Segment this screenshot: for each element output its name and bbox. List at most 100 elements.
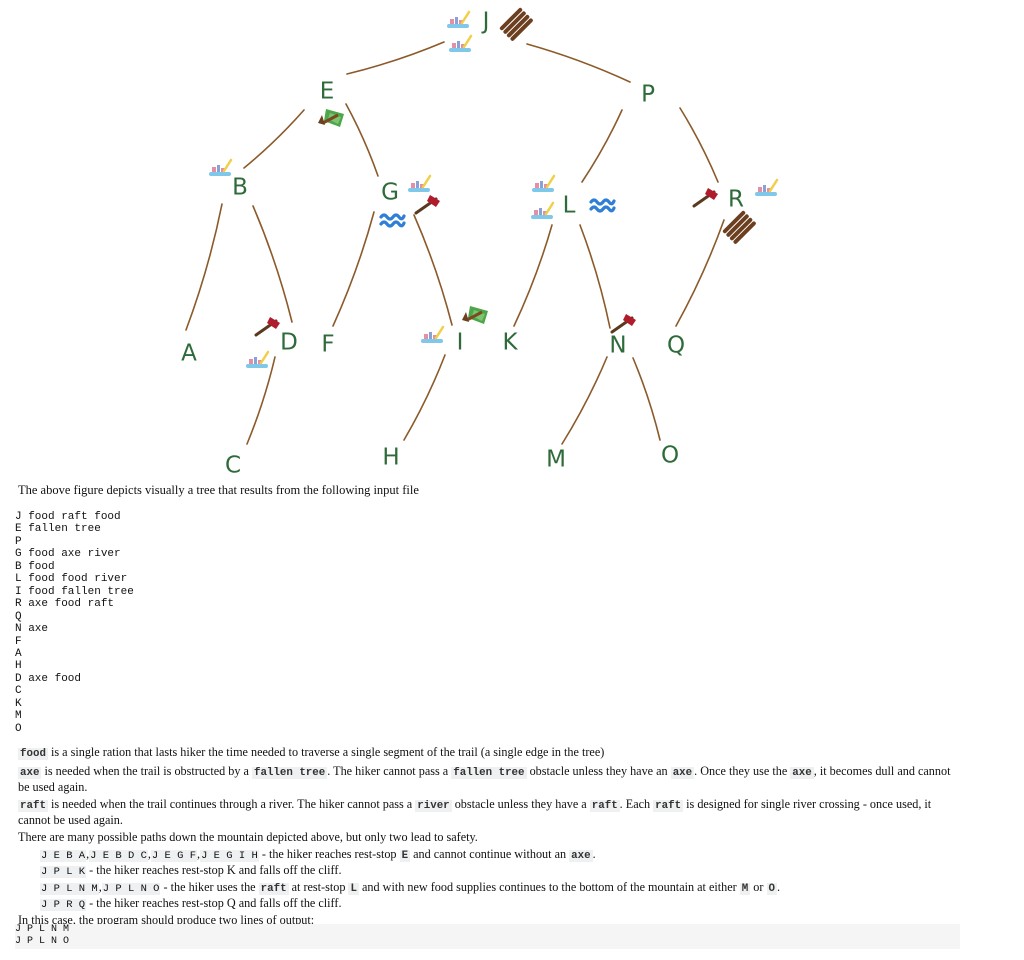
food-tray-icon	[753, 178, 779, 198]
food-term: food	[18, 748, 48, 760]
path-keyword: M	[739, 882, 751, 895]
raft-term: raft	[589, 799, 620, 812]
food-tray-icon	[207, 158, 233, 178]
food-tray-icon	[406, 174, 432, 194]
axe-text-5: , it becomes dull and cannot be used aga…	[18, 763, 951, 795]
edge-N-O	[632, 357, 661, 441]
raft-text-2: obstacle unless they have a	[451, 796, 590, 811]
node-B: B	[232, 175, 248, 201]
fallen-tree-term: fallen tree	[251, 766, 328, 779]
path-keyword: L	[348, 882, 359, 895]
path-code: J P L N M	[40, 882, 99, 895]
edge-B-A	[185, 203, 223, 331]
output-intro: In this case, the program should produce…	[18, 912, 315, 927]
path-text: .	[592, 846, 596, 861]
axe-text-4: . Once they use the	[694, 763, 791, 778]
fallen-tree-icon	[460, 304, 490, 326]
edge-N-M	[561, 356, 608, 445]
food-tray-icon	[530, 174, 556, 194]
path-item: J E B A,J E B D C,J E G F,J E G I H - th…	[40, 846, 596, 862]
axe-definition: axe is needed when the trail is obstruct…	[18, 764, 958, 795]
food-tray-icon	[419, 325, 445, 345]
path-text: .	[776, 879, 781, 894]
path-code: J P L N O	[101, 882, 161, 895]
path-text: at rest-stop	[288, 879, 349, 894]
food-text: is a single ration that lasts hiker the …	[47, 745, 605, 759]
edge-G-F	[332, 211, 375, 327]
figure-caption: The above figure depicts visually a tree…	[18, 483, 419, 497]
river-waves-icon	[589, 198, 616, 213]
axe-icon	[414, 193, 442, 215]
raft-term: raft	[653, 799, 684, 812]
node-M: M	[546, 447, 566, 473]
raft-text-3: . Each	[619, 796, 654, 811]
axe-term: axe	[790, 766, 814, 779]
node-P: P	[641, 82, 655, 108]
path-text: and cannot continue without an	[410, 846, 570, 861]
axe-icon	[692, 186, 720, 208]
axe-icon	[254, 315, 282, 337]
raft-icon	[499, 7, 534, 42]
node-D: D	[280, 330, 298, 356]
fallen-tree-term: fallen tree	[451, 766, 527, 779]
axe-term: axe	[18, 766, 42, 779]
path-text: and with new food supplies continues to …	[358, 879, 740, 894]
node-G: G	[381, 180, 399, 206]
axe-text-1: is needed when the trail is obstructed b…	[41, 763, 252, 778]
paths-intro: There are many possible paths down the m…	[18, 829, 478, 844]
river-term: river	[415, 799, 452, 812]
description: food is a single ration that lasts hiker…	[18, 745, 958, 930]
river-waves-icon	[379, 213, 406, 228]
node-Q: Q	[667, 333, 685, 359]
path-keyword: axe	[569, 849, 593, 862]
path-item: J P L N M,J P L N O - the hiker uses the…	[40, 879, 781, 895]
axe-term: axe	[670, 766, 695, 779]
node-L: L	[563, 193, 576, 219]
edge-E-G	[345, 103, 379, 177]
axe-icon	[610, 312, 638, 334]
expected-output-text: J P L N M J P L N O	[15, 924, 70, 947]
edge-P-L	[581, 109, 623, 183]
path-item: J P L K - the hiker reaches rest-stop K …	[40, 863, 958, 880]
path-text: or	[750, 879, 767, 894]
edge-P-R	[679, 107, 719, 183]
path-code: J E B D C	[89, 849, 148, 862]
path-keyword: raft	[258, 882, 289, 895]
path-code: J E G I H	[200, 849, 259, 862]
node-K: K	[502, 330, 518, 356]
raft-icon	[722, 210, 757, 245]
path-text: - the hiker reaches rest-stop K and fall…	[86, 863, 342, 878]
node-O: O	[661, 443, 679, 469]
node-I: I	[457, 330, 464, 356]
edge-L-N	[579, 224, 611, 329]
edge-D-C	[246, 356, 276, 445]
path-code: J P R Q	[40, 899, 87, 912]
edge-J-P	[526, 43, 631, 83]
food-tray-icon	[447, 34, 473, 54]
fallen-tree-icon	[316, 107, 346, 129]
node-N: N	[609, 333, 626, 359]
path-code: J P L K	[40, 866, 87, 879]
expected-output-block: J P L N M J P L N O	[15, 924, 960, 949]
edge-E-B	[243, 109, 305, 169]
path-text: - the hiker reaches rest-stop	[258, 846, 400, 861]
path-code: J E G F	[150, 849, 198, 862]
edge-R-Q	[675, 219, 725, 327]
edge-G-I	[413, 214, 453, 326]
raft-term: raft	[18, 799, 48, 812]
input-file-text: J food raft food E fallen tree P G food …	[15, 511, 134, 735]
path-item: J P R Q - the hiker reaches rest-stop Q …	[40, 896, 958, 913]
raft-text-1: is needed when the trail continues throu…	[47, 796, 416, 811]
input-file-block: J food raft food E fallen tree P G food …	[15, 511, 944, 735]
axe-text-2: . The hiker cannot pass a	[327, 763, 452, 778]
edge-J-E	[346, 41, 445, 75]
obstacle-and-supply-icons	[207, 7, 779, 370]
edge-I-H	[403, 354, 446, 441]
raft-definition: raft is needed when the trail continues …	[18, 797, 958, 828]
path-code: J E B A	[40, 849, 87, 862]
node-R: R	[728, 187, 744, 213]
raft-text-4: is designed for single river crossing - …	[18, 796, 932, 828]
path-keyword: O	[766, 882, 777, 895]
